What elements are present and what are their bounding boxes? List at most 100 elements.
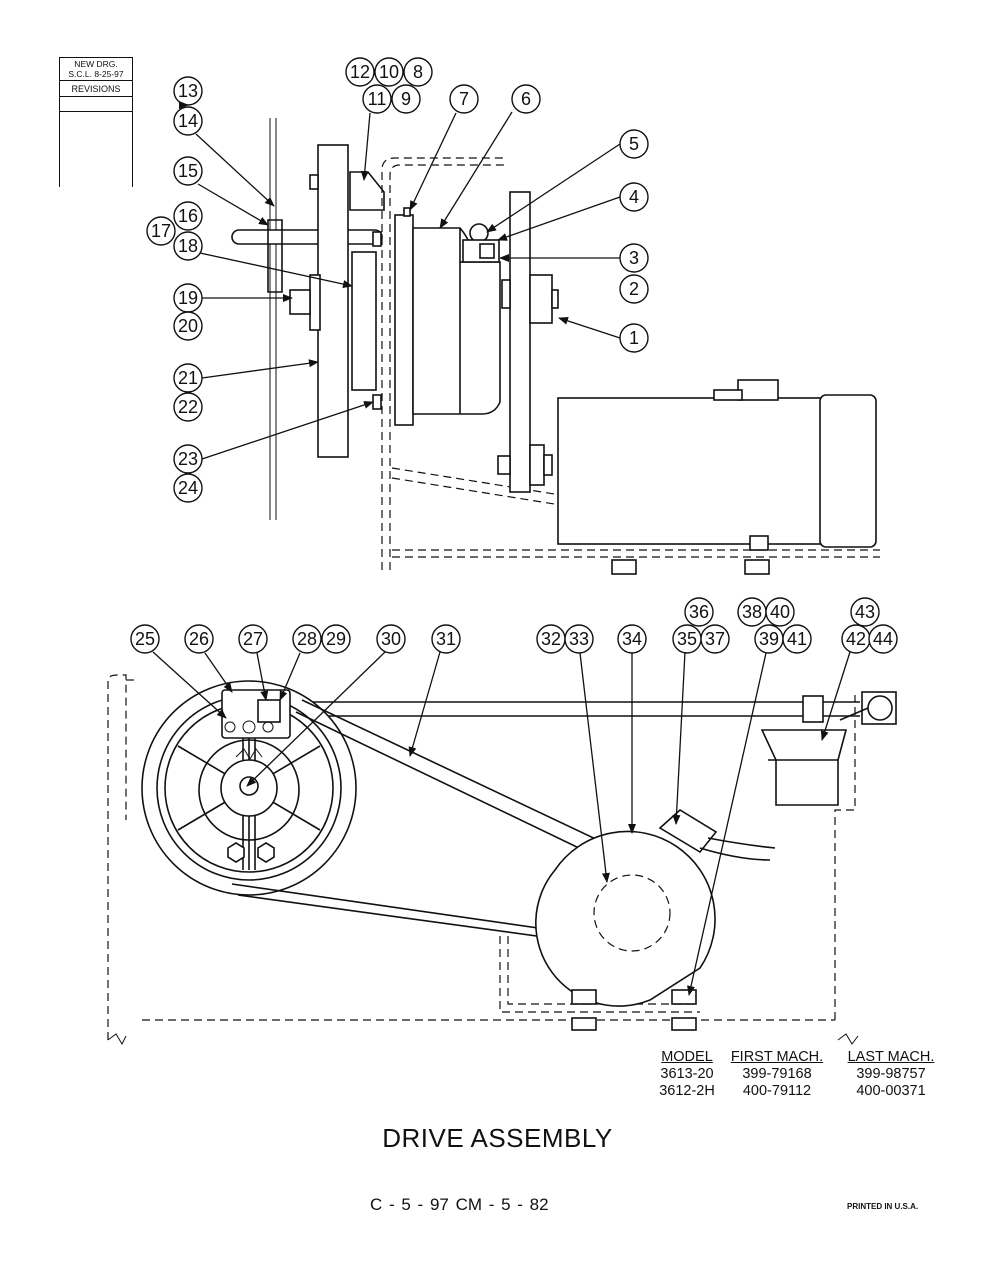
callout-circle (684, 597, 714, 627)
cell-first-mach: 399-79168 (742, 1066, 812, 1082)
callout-circle (173, 473, 203, 503)
callout-circle (765, 597, 795, 627)
callout-number: 3 (629, 248, 639, 268)
callout-number: 26 (189, 629, 209, 649)
leader-25 (152, 651, 227, 719)
callout-circle (173, 231, 203, 261)
callout-circle (403, 57, 433, 87)
callout-21: 21 (173, 363, 203, 393)
header-last-mach: LAST MACH. (847, 1049, 935, 1065)
front-view (107, 674, 897, 1046)
callout-number: 17 (151, 221, 171, 241)
table-row: 3613-20 399-79168 399-98757 (652, 1066, 950, 1083)
leader-18 (199, 252, 353, 288)
callout-number: 39 (759, 629, 779, 649)
callout-number: 33 (569, 629, 589, 649)
leader-11 (360, 112, 371, 181)
revisions-label: REVISIONS (60, 83, 132, 97)
callout-number: 41 (787, 629, 807, 649)
revision-note: NEW DRG. S.C.L. 8-25-97 (60, 57, 132, 81)
callout-number: 6 (521, 89, 531, 109)
leader-4 (497, 196, 621, 241)
callout-number: 22 (178, 397, 198, 417)
callout-27: 27 (238, 624, 268, 654)
callout-circle (362, 84, 392, 114)
leader-lines (152, 111, 851, 996)
callout-13: 13 (173, 76, 203, 106)
leader-28 (279, 652, 301, 701)
leader-31 (408, 651, 441, 757)
callout-circle (130, 624, 160, 654)
leader-30 (246, 651, 386, 787)
callout-circle (238, 624, 268, 654)
callout-circle (391, 84, 421, 114)
callout-number: 16 (178, 206, 198, 226)
callout-40: 40 (765, 597, 795, 627)
callout-18: 18 (173, 231, 203, 261)
callout-circle (449, 84, 479, 114)
callout-43: 43 (850, 597, 880, 627)
leader-7 (409, 112, 457, 211)
callout-circle (173, 106, 203, 136)
callout-circle (700, 624, 730, 654)
callout-44: 44 (868, 624, 898, 654)
callout-36: 36 (684, 597, 714, 627)
callout-circle (511, 84, 541, 114)
revision-blank-row (60, 97, 132, 112)
callout-circle (374, 57, 404, 87)
callout-31: 31 (431, 624, 461, 654)
leader-14 (195, 133, 275, 207)
callout-number: 5 (629, 134, 639, 154)
document-codes: C - 5 - 97 CM - 5 - 82 (370, 1195, 549, 1214)
callout-5: 5 (619, 129, 649, 159)
callout-number: 2 (629, 279, 639, 299)
callout-8: 8 (403, 57, 433, 87)
callout-circle (431, 624, 461, 654)
callout-number: 32 (541, 629, 561, 649)
callout-39: 39 (754, 624, 784, 654)
callout-circle (173, 201, 203, 231)
callout-19: 19 (173, 283, 203, 313)
callout-16: 16 (173, 201, 203, 231)
callout-circle (184, 624, 214, 654)
callout-number: 43 (855, 602, 875, 622)
callout-3: 3 (619, 243, 649, 273)
callout-12: 12 (345, 57, 375, 87)
callout-number: 23 (178, 449, 198, 469)
callout-number: 38 (742, 602, 762, 622)
callout-11: 11 (362, 84, 392, 114)
model-table-header: MODEL FIRST MACH. LAST MACH. (652, 1049, 950, 1066)
callout-number: 18 (178, 236, 198, 256)
callout-number: 42 (846, 629, 866, 649)
callout-number: 36 (689, 602, 709, 622)
callout-number: 8 (413, 62, 423, 82)
cell-last-mach: 399-98757 (856, 1066, 926, 1082)
callout-24: 24 (173, 473, 203, 503)
leader-1 (558, 317, 621, 339)
callout-number: 19 (178, 288, 198, 308)
callout-6: 6 (511, 84, 541, 114)
leader-23 (201, 401, 374, 460)
revision-note-line2: S.C.L. 8-25-97 (68, 69, 124, 79)
callout-number: 29 (326, 629, 346, 649)
leader-5 (486, 143, 621, 233)
callout-number: 1 (629, 328, 639, 348)
cell-last-mach: 400-00371 (856, 1083, 926, 1099)
printed-note: PRINTED IN U.S.A. (847, 1202, 919, 1211)
leader-21 (201, 359, 319, 379)
leader-42 (820, 651, 851, 741)
side-view (231, 118, 880, 575)
callout-circle (146, 216, 176, 246)
callout-circle (173, 392, 203, 422)
callout-30: 30 (376, 624, 406, 654)
page-title: DRIVE ASSEMBLY (382, 1123, 613, 1153)
callout-number: 11 (368, 89, 387, 109)
callout-number: 10 (379, 62, 399, 82)
callout-circle (345, 57, 375, 87)
leader-32 (579, 652, 610, 883)
leader-39 (687, 652, 767, 996)
callout-number: 27 (243, 629, 263, 649)
callout-2: 2 (619, 274, 649, 304)
callout-10: 10 (374, 57, 404, 87)
callout-1: 1 (619, 323, 649, 353)
